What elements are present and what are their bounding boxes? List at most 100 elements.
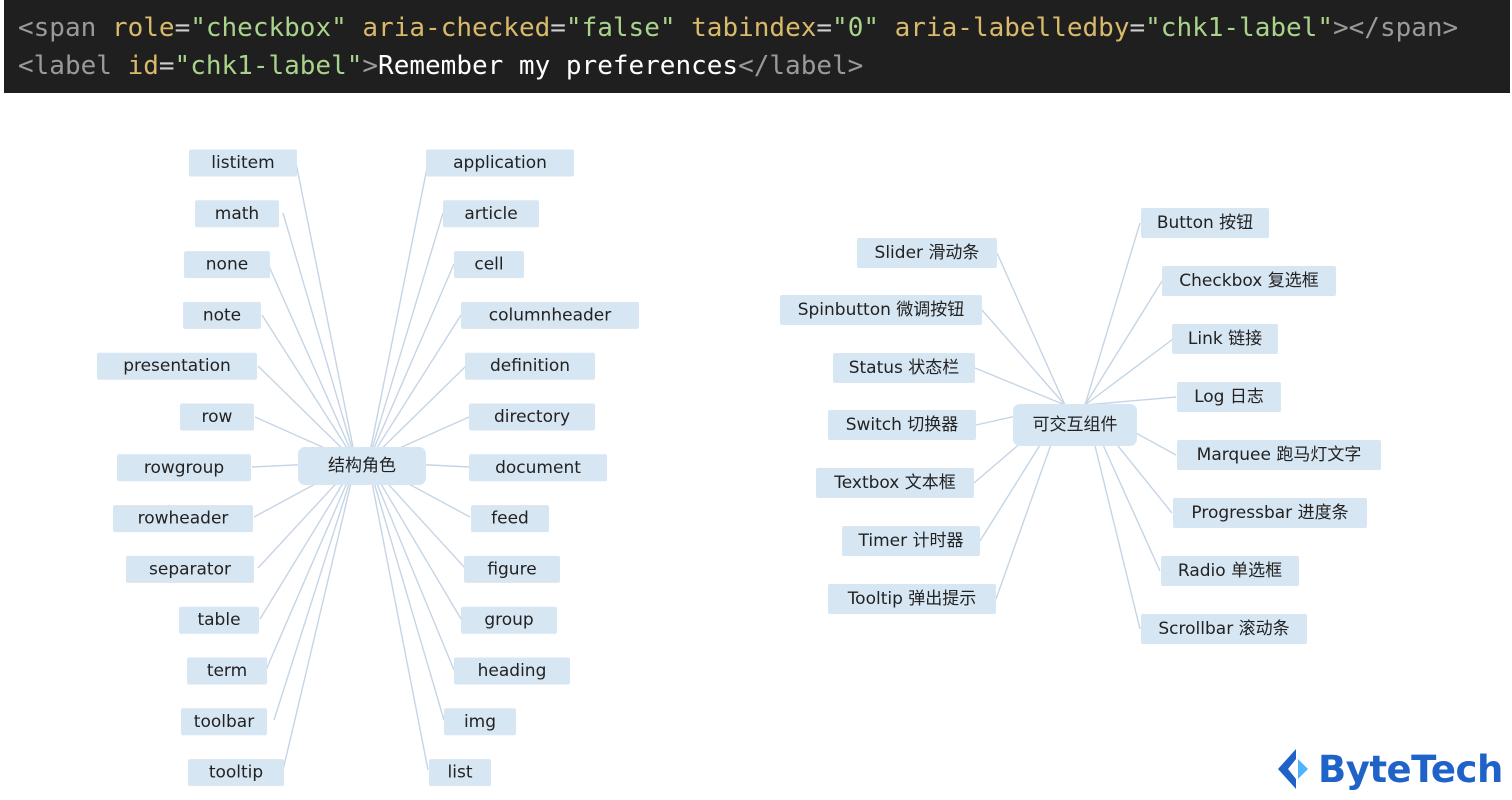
node-box — [461, 301, 639, 329]
node-box — [816, 468, 974, 498]
connector-line — [367, 212, 444, 463]
code-token: aria-labelledby — [894, 13, 1130, 43]
node-label: separator — [149, 559, 231, 579]
node-label: list — [448, 763, 473, 783]
connector-line — [367, 162, 429, 463]
widget-role-node: Timer 计时器 — [842, 526, 980, 556]
node-box — [426, 149, 574, 177]
node-label: document — [495, 458, 581, 478]
node-label: toolbar — [194, 712, 254, 732]
node-box — [113, 505, 253, 533]
node-label: Spinbutton 微调按钮 — [798, 300, 965, 320]
structural-role-node: rowheader — [113, 505, 253, 533]
node-label: group — [484, 610, 533, 630]
code-token: = — [816, 13, 833, 43]
connector-line — [1084, 396, 1177, 406]
node-label: application — [453, 153, 547, 173]
node-box — [465, 352, 595, 380]
connector-line — [282, 461, 357, 771]
node-box — [1013, 404, 1137, 446]
node-label: Progressbar 进度条 — [1191, 503, 1348, 523]
node-box — [1141, 208, 1269, 238]
node-box — [464, 555, 560, 583]
widget-role-node: Checkbox 复选框 — [1162, 266, 1336, 296]
structural-roles-hub: 结构角色 — [298, 447, 426, 485]
connector-line — [261, 314, 357, 463]
code-line-1: <span role="checkbox" aria-checked="fals… — [18, 9, 1510, 47]
node-label: row — [202, 407, 233, 427]
widget-role-node: Progressbar 进度条 — [1173, 498, 1367, 528]
widget-role-node: Status 状态栏 — [833, 353, 975, 383]
code-token: aria-checked — [362, 13, 551, 43]
code-token: role — [111, 13, 175, 43]
node-label: note — [203, 305, 241, 325]
node-box — [443, 200, 539, 228]
connector-line — [367, 461, 445, 721]
connector-line — [367, 314, 462, 463]
connector-line — [295, 162, 357, 463]
structural-role-node: none — [184, 251, 270, 279]
node-label: table — [197, 610, 240, 630]
node-label: term — [207, 661, 247, 681]
code-token: "chk1-label" — [174, 51, 363, 81]
code-token: "false" — [565, 13, 676, 43]
structural-role-node: row — [180, 403, 254, 431]
bytetech-logo: ByteTech — [1274, 744, 1503, 794]
connector-line — [1084, 280, 1163, 406]
node-label: Status 状态栏 — [849, 358, 960, 378]
node-box — [189, 149, 297, 177]
node-box — [1172, 324, 1278, 354]
node-box — [180, 403, 254, 431]
code-snippet: <span role="checkbox" aria-checked="fals… — [4, 0, 1510, 93]
node-box — [454, 251, 524, 279]
node-label: figure — [487, 559, 536, 579]
structural-role-node: feed — [471, 505, 549, 533]
node-box — [469, 403, 595, 431]
node-label: Marquee 跑马灯文字 — [1197, 445, 1362, 465]
structural-role-node: listitem — [189, 149, 297, 177]
interactive-widgets-hub: 可交互组件 — [1013, 404, 1137, 446]
node-box — [1177, 440, 1381, 470]
structural-role-node: application — [426, 149, 574, 177]
node-label: columnheader — [489, 305, 611, 325]
connector-line — [974, 367, 1066, 406]
node-box — [454, 657, 570, 685]
node-box — [188, 759, 284, 787]
widget-role-node: Tooltip 弹出提示 — [828, 584, 996, 614]
code-token: "checkbox" — [190, 13, 347, 43]
node-label: Button 按钮 — [1157, 213, 1253, 233]
structural-role-node: heading — [454, 657, 570, 685]
node-label: Timer 计时器 — [858, 531, 964, 551]
node-label: Slider 滑动条 — [875, 243, 980, 263]
code-token: </label> — [738, 51, 864, 81]
node-box — [179, 606, 259, 634]
connector-line — [367, 263, 455, 463]
node-label: 结构角色 — [328, 456, 396, 476]
node-label: Log 日志 — [1194, 387, 1264, 407]
connector-line — [257, 365, 357, 463]
structural-role-node: document — [469, 454, 607, 482]
code-token: "0" — [832, 13, 880, 43]
node-label: Link 链接 — [1188, 329, 1262, 349]
structural-role-node: directory — [469, 403, 595, 431]
code-token: = — [550, 13, 566, 43]
node-box — [117, 454, 251, 482]
node-label: 可交互组件 — [1033, 415, 1118, 435]
node-box — [461, 606, 557, 634]
node-box — [828, 584, 996, 614]
widget-role-node: Switch 切换器 — [828, 410, 976, 440]
widget-role-node: Slider 滑动条 — [857, 238, 997, 268]
node-box — [1173, 498, 1367, 528]
code-token: = — [158, 51, 175, 81]
node-label: tooltip — [209, 763, 263, 783]
node-label: rowgroup — [144, 458, 224, 478]
node-box — [842, 526, 980, 556]
node-box — [1162, 266, 1336, 296]
node-box — [828, 410, 976, 440]
widget-role-node: Marquee 跑马灯文字 — [1177, 440, 1381, 470]
node-box — [126, 555, 254, 583]
widget-role-node: Button 按钮 — [1141, 208, 1269, 238]
connector-line — [1084, 338, 1174, 406]
node-box — [444, 708, 516, 736]
